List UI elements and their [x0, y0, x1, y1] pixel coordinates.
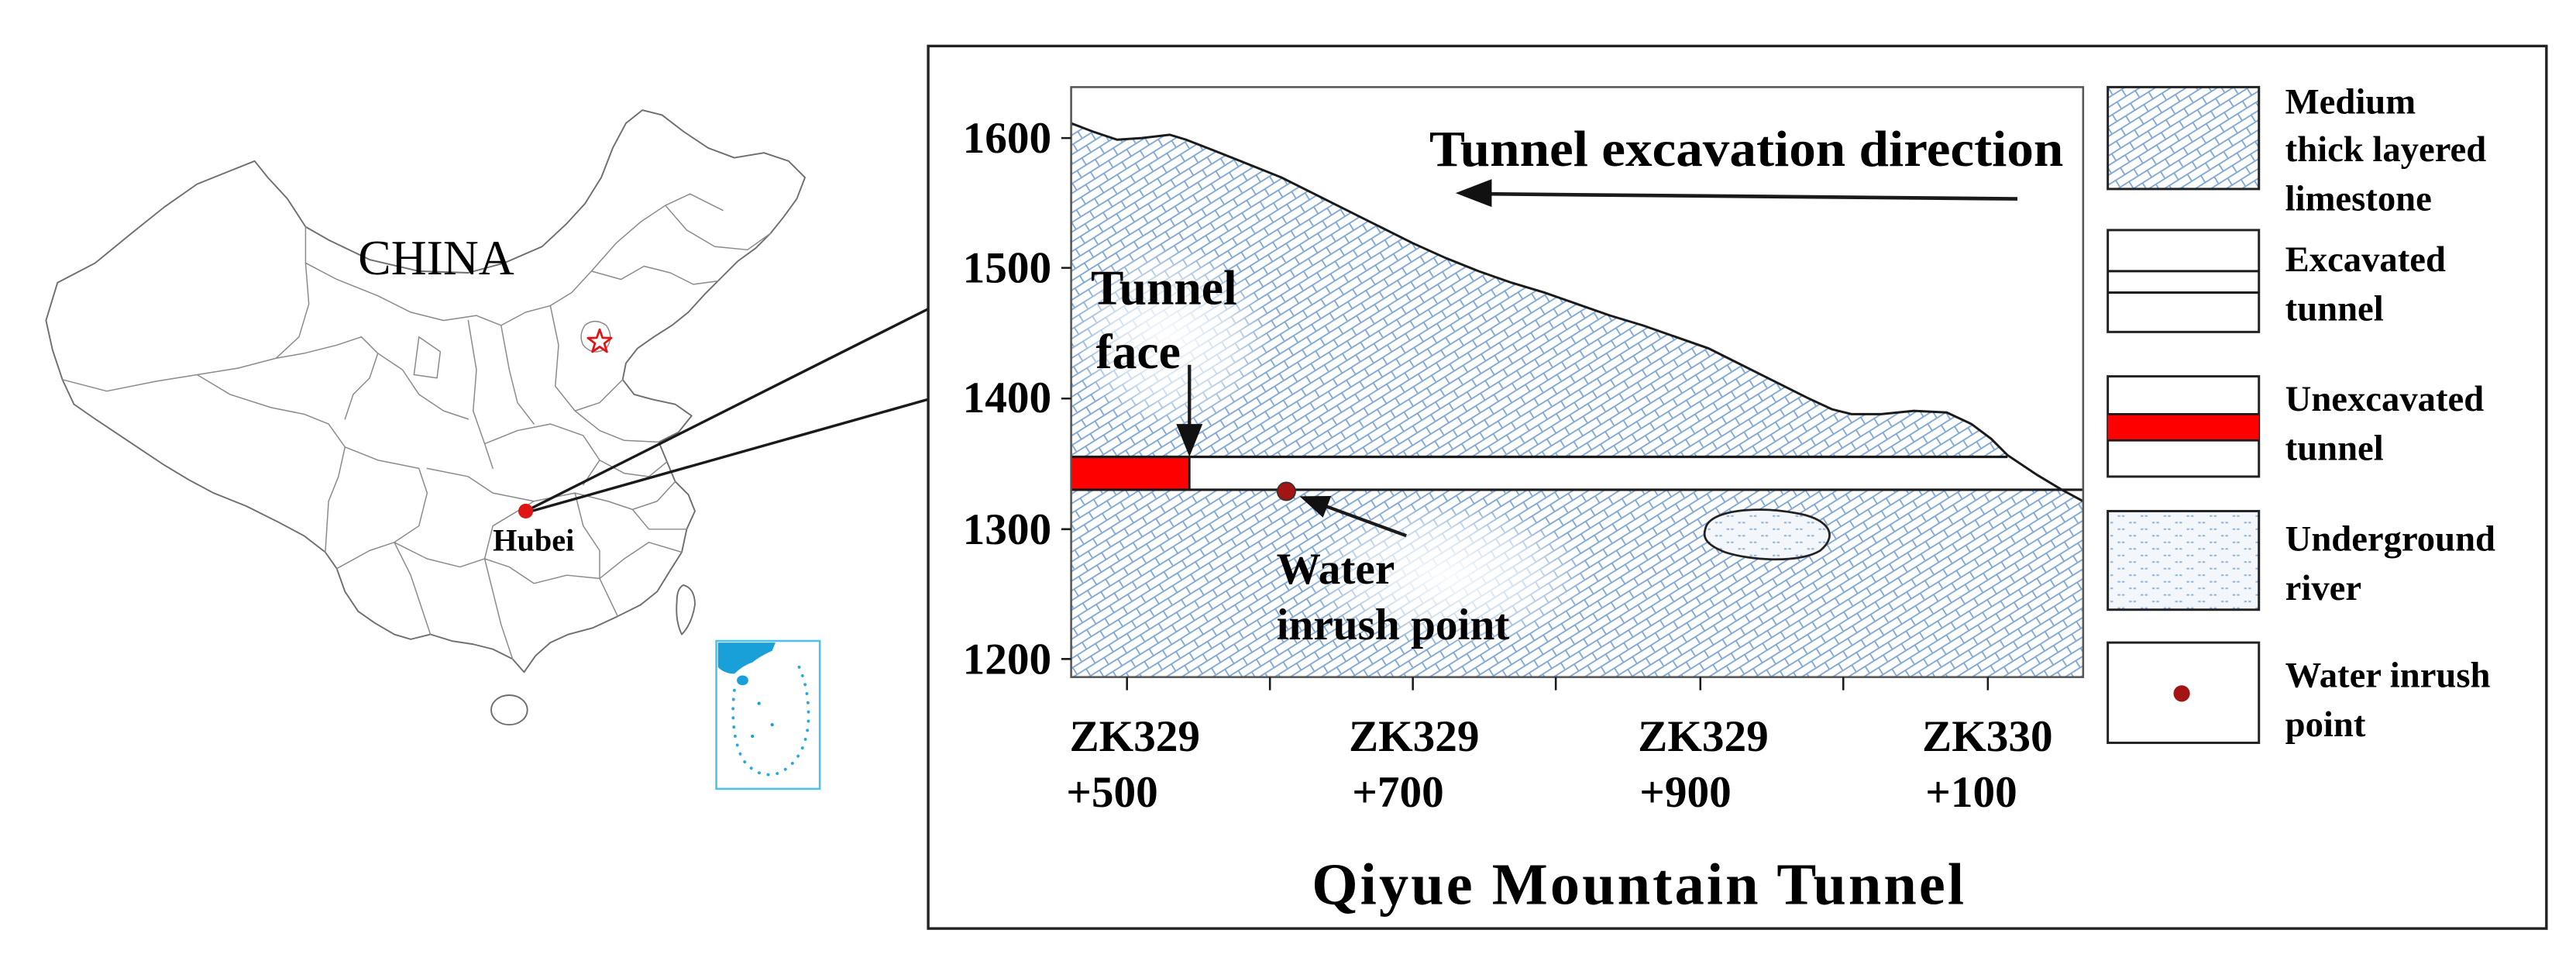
- water-inrush-label-line1: Water: [1277, 545, 1395, 594]
- x-tick-label-station: ZK329: [1069, 712, 1200, 761]
- legend-excavated-tunnel-lines: [2107, 270, 2259, 294]
- legend-unexcavated-tunnel-band: [2107, 414, 2259, 441]
- x-axis: ZK329 +500 ZK329 +700 ZK329 +900 ZK330 +…: [1066, 677, 2053, 817]
- legend-label: Medium: [2285, 81, 2416, 122]
- hubei-location-marker: [518, 503, 534, 519]
- unexcavated-tunnel-segment: [1071, 456, 1190, 490]
- legend-label: Water inrush: [2285, 655, 2491, 695]
- legend-item-limestone: Medium thick layered limestone: [2107, 81, 2487, 219]
- limestone-above-tunnel: [1071, 123, 2008, 457]
- inset-islet: [770, 723, 774, 727]
- y-tick-label: 1500: [963, 244, 1052, 293]
- geological-profile: [1071, 122, 2083, 677]
- legend-swatch-underground-river: [2107, 509, 2261, 611]
- country-label: CHINA: [358, 230, 514, 285]
- excavation-direction-arrow-head: [1455, 179, 1492, 208]
- province-label: Hubei: [493, 522, 574, 557]
- callout-line-upper: [524, 308, 929, 513]
- inset-islet: [757, 701, 761, 705]
- plot-frame: [1070, 86, 2085, 678]
- legend-label: tunnel: [2285, 289, 2384, 329]
- y-axis: 1600 1500 1400 1300 1200: [963, 114, 1071, 684]
- tunnel-face-label-line1: Tunnel: [1091, 260, 1237, 315]
- water-inrush-label-line2: inrush point: [1277, 601, 1510, 649]
- section-title: Qiyue Mountain Tunnel: [1312, 851, 1964, 917]
- legend-label: point: [2285, 704, 2366, 745]
- china-outline: [45, 109, 807, 673]
- taiwan-island: [676, 584, 696, 636]
- callout-line-lower: [525, 398, 929, 515]
- water-inrush-arrow-shaft: [1325, 505, 1407, 538]
- x-tick-label-offset: +900: [1639, 768, 1732, 817]
- legend: Medium thick layered limestone Excavated…: [2107, 81, 2495, 745]
- legend-label: Underground: [2285, 518, 2495, 559]
- tunnel-face-arrow-head: [1176, 424, 1203, 457]
- y-tick-label: 1400: [963, 374, 1052, 422]
- cross-section-panel: Tunnel excavation direction Tunnel face …: [927, 44, 2548, 930]
- y-tick-label: 1200: [963, 635, 1052, 684]
- excavation-direction-arrow-shaft: [1487, 191, 2018, 201]
- legend-unexcavated-tunnel-lines: [2107, 412, 2259, 442]
- legend-label: limestone: [2285, 178, 2432, 219]
- water-inrush-arrow-head: [1299, 495, 1332, 518]
- legend-item-unexcavated-tunnel: Unexcavated tunnel: [2107, 375, 2485, 478]
- province-boundaries: [61, 193, 772, 660]
- y-tick-label: 1600: [963, 114, 1052, 163]
- x-tick-label-station: ZK329: [1349, 712, 1480, 761]
- x-tick-label-station: ZK330: [1922, 712, 2053, 761]
- legend-item-water-inrush-point: Water inrush point: [2107, 641, 2491, 745]
- inset-islet: [751, 734, 755, 739]
- capital-star-icon: [586, 328, 613, 353]
- y-tick-label: 1300: [963, 505, 1052, 554]
- x-tick-label-offset: +700: [1352, 768, 1444, 817]
- water-inrush-point-marker: [1276, 481, 1296, 501]
- legend-item-underground-river: Underground river: [2107, 509, 2495, 611]
- legend-swatch-excavated-tunnel: [2107, 229, 2261, 333]
- tunnel-face-label-line2: face: [1095, 324, 1180, 379]
- underground-river: [1703, 508, 1831, 561]
- legend-label: Excavated: [2285, 239, 2446, 280]
- legend-label: tunnel: [2285, 429, 2384, 469]
- y-axis-ticks: [1061, 136, 1071, 660]
- legend-swatch-limestone: [2107, 85, 2261, 191]
- excavation-direction-label: Tunnel excavation direction: [1429, 121, 2064, 177]
- inset-maritime-line: [731, 663, 810, 777]
- haze-highlight: [1071, 244, 1272, 429]
- x-tick-label-station: ZK329: [1638, 712, 1769, 761]
- haze-highlight: [1301, 501, 1591, 649]
- legend-item-excavated-tunnel: Excavated tunnel: [2107, 229, 2446, 333]
- legend-label: Unexcavated: [2285, 379, 2485, 419]
- ground-surface-line: [1071, 122, 2083, 503]
- south-china-sea-inset: [715, 639, 821, 790]
- legend-water-inrush-dot: [2173, 685, 2190, 702]
- hainan-island: [490, 694, 528, 726]
- china-map: CHINA Hubei: [45, 109, 929, 790]
- inset-island: [737, 675, 748, 686]
- x-tick-label-offset: +100: [1925, 768, 2017, 817]
- inset-coast-fill: [717, 642, 776, 674]
- legend-label: river: [2285, 568, 2361, 608]
- legend-label: thick layered: [2285, 129, 2487, 170]
- x-tick-label-offset: +500: [1066, 768, 1158, 817]
- x-axis-ticks: [1126, 677, 1990, 691]
